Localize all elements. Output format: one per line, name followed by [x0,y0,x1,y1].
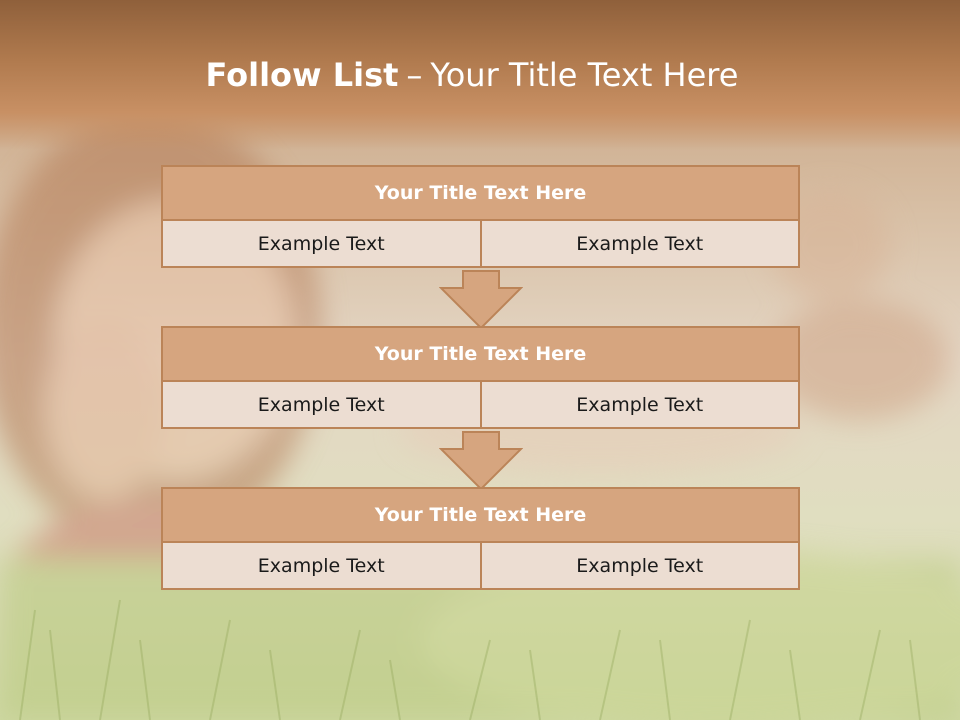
block-cell-right[interactable]: Example Text [479,380,800,429]
block-row: Example Text Example Text [161,380,800,429]
down-arrow-icon [439,270,523,330]
list-block-3: Your Title Text Here Example Text Exampl… [161,487,800,590]
block-header[interactable]: Your Title Text Here [161,326,800,382]
block-cell-left[interactable]: Example Text [161,219,482,268]
list-block-1: Your Title Text Here Example Text Exampl… [161,165,800,268]
title-bold-part: Follow List [205,56,399,94]
block-header[interactable]: Your Title Text Here [161,487,800,543]
block-cell-left[interactable]: Example Text [161,541,482,590]
down-arrow-icon [439,431,523,491]
title-banner [0,0,960,150]
block-header[interactable]: Your Title Text Here [161,165,800,221]
title-rest: Your Title Text Here [430,56,739,94]
list-block-2: Your Title Text Here Example Text Exampl… [161,326,800,429]
block-row: Example Text Example Text [161,219,800,268]
block-row: Example Text Example Text [161,541,800,590]
block-cell-right[interactable]: Example Text [479,219,800,268]
title-separator: – [406,56,423,94]
block-cell-right[interactable]: Example Text [479,541,800,590]
slide-title: Follow List–Your Title Text Here [0,52,944,98]
block-cell-left[interactable]: Example Text [161,380,482,429]
